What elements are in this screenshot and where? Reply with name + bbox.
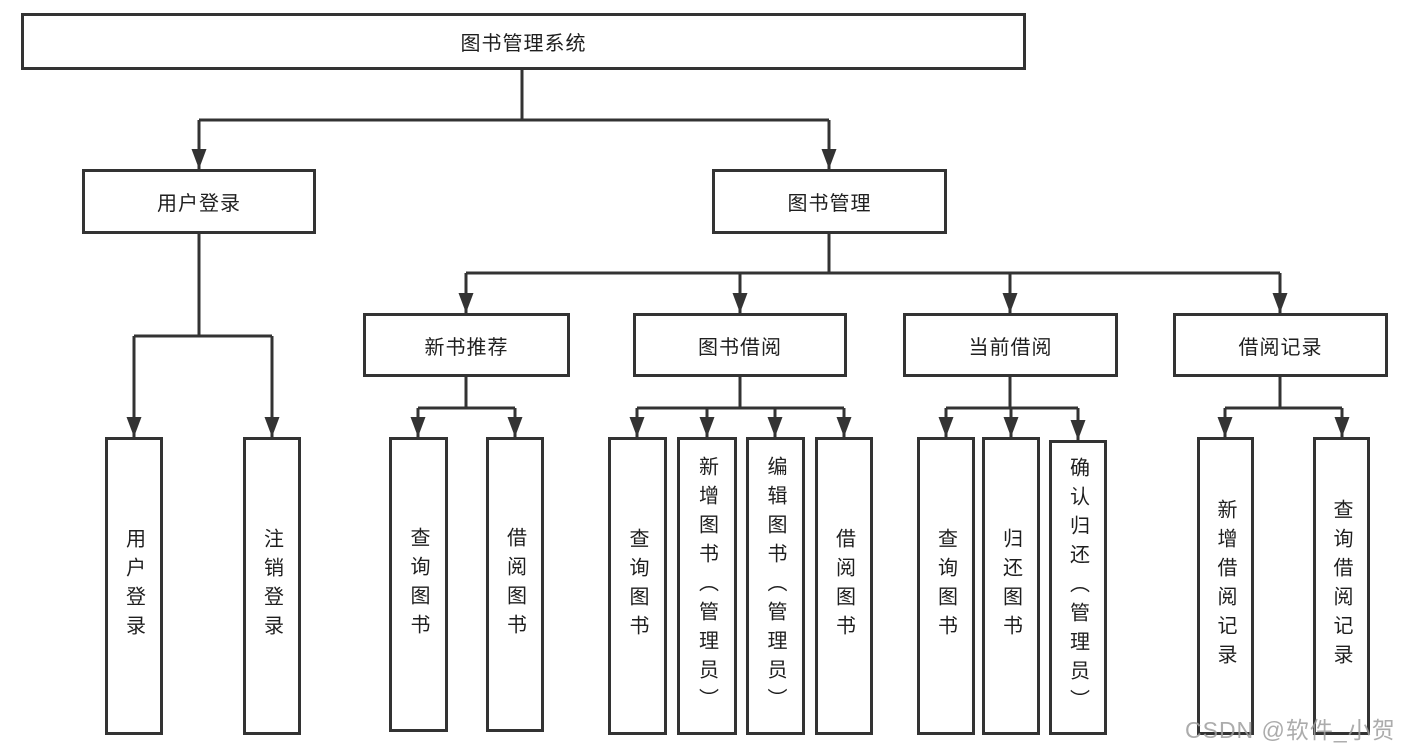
connector-user-login-children [132, 233, 274, 437]
node-borrow-books-recommend: 借阅图书 [486, 437, 544, 732]
node-borrow-books-borrowing: 借阅图书 [815, 437, 873, 735]
node-user-login-leaf: 用户登录 [105, 437, 163, 735]
node-query-books-borrowing: 查询图书 [608, 437, 667, 735]
node-book-management: 图书管理 [712, 169, 947, 234]
node-edit-books-admin: 编辑图书（管理员） [746, 437, 805, 735]
arrow-down-icon [767, 417, 783, 437]
node-borrowing-records: 借阅记录 [1173, 313, 1388, 377]
node-new-book-recommendation: 新书推荐 [363, 313, 570, 377]
arrow-down-icon [836, 417, 852, 437]
arrow-down-icons [126, 149, 1350, 440]
node-logout: 注销登录 [243, 437, 301, 735]
arrow-down-icon [264, 417, 280, 437]
arrow-down-icon [732, 293, 748, 313]
arrow-down-icon [1002, 293, 1018, 313]
arrow-down-icon [458, 293, 474, 313]
arrow-down-icon [821, 149, 837, 169]
node-query-borrow-record: 查询借阅记录 [1313, 437, 1370, 735]
node-current-borrowing: 当前借阅 [903, 313, 1118, 377]
connector-new-book-recommendation-children [416, 377, 517, 437]
node-add-borrow-record: 新增借阅记录 [1197, 437, 1254, 735]
arrow-down-icon [1217, 417, 1233, 437]
node-user-login: 用户登录 [82, 169, 316, 234]
arrow-down-icon [938, 417, 954, 437]
arrow-down-icon [699, 417, 715, 437]
arrow-down-icon [629, 417, 645, 437]
connector-book-borrowing-children [635, 377, 846, 437]
arrow-down-icon [410, 417, 426, 437]
arrow-down-icon [1334, 417, 1350, 437]
arrow-down-icon [507, 417, 523, 437]
node-query-books-current: 查询图书 [917, 437, 975, 735]
connector-root-to-level2 [197, 69, 831, 169]
node-add-books-admin: 新增图书（管理员） [677, 437, 737, 735]
arrow-down-icon [1272, 293, 1288, 313]
arrow-down-icon [1003, 417, 1019, 437]
connector-book-management-children [464, 233, 1282, 313]
node-book-borrowing: 图书借阅 [633, 313, 847, 377]
node-query-books-recommend: 查询图书 [389, 437, 448, 732]
arrow-down-icon [191, 149, 207, 169]
node-return-books: 归还图书 [982, 437, 1040, 735]
connector-borrowing-records-children [1223, 377, 1344, 437]
arrow-down-icon [1070, 420, 1086, 440]
node-library-system: 图书管理系统 [21, 13, 1026, 70]
node-confirm-return-admin: 确认归还（管理员） [1049, 440, 1107, 735]
arrow-down-icon [126, 417, 142, 437]
